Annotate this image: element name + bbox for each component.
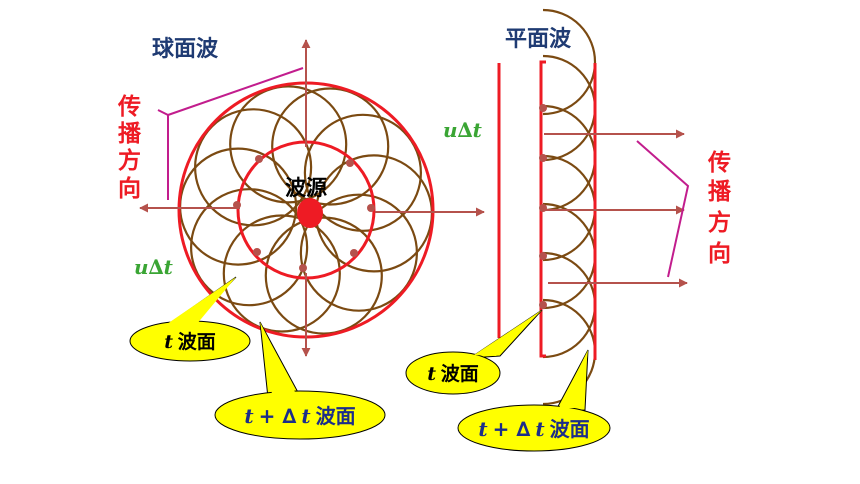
svg-text:t + ∆ t: t + ∆ t 波面 [244, 404, 355, 428]
wavefront-point [255, 155, 263, 163]
plane-callout-tdt-text: 波面 [550, 417, 590, 441]
svg-text:方: 方 [118, 147, 141, 174]
plane-wavefront-point [539, 154, 547, 162]
callout-tdt-var2: t [301, 404, 311, 428]
plane-wavefront-point [539, 252, 547, 260]
spherical-leader-line [157, 109, 169, 200]
plane-callout-t: t 波面 [405, 309, 543, 395]
wavelet-circle [299, 193, 418, 312]
plane-wavefront-point [539, 104, 547, 112]
svg-text:t 波面: t 波面 [427, 362, 479, 385]
wavelet-circle [194, 108, 313, 227]
wave-source-dot [297, 198, 323, 228]
plane-wave: 平面波 传 播 方 向 u∆t t [405, 8, 732, 452]
spherical-wave: 波源 球面波 传 播 方 向 u∆t t 波面 [117, 37, 485, 440]
plane-callout-t-text: 波面 [441, 362, 479, 385]
wavefront-point [350, 249, 358, 257]
spherical-wavelets [179, 85, 433, 335]
plane-callout-tdt-var: t [478, 417, 488, 441]
wavelet-circle [264, 216, 383, 335]
spherical-propagation-label: 传 播 方 向 [117, 94, 142, 202]
wavefront-point [367, 204, 375, 212]
wavelet-circle [222, 214, 341, 333]
plane-callout-tdt-plus: + ∆ [493, 417, 531, 441]
svg-text:t + ∆ t: t + ∆ t 波面 [478, 417, 589, 441]
wavelet-circle [190, 188, 309, 307]
svg-text:传: 传 [707, 150, 731, 176]
callout-tdt-var: t [244, 404, 254, 428]
plane-propagation-label: 传 播 方 向 [707, 150, 732, 267]
plane-wavefront-points [539, 104, 547, 309]
spherical-callout-tdt: t + ∆ t 波面 [214, 321, 386, 440]
callout-t-var: t [164, 331, 173, 353]
plane-callout-t-var: t [427, 363, 436, 385]
svg-text:t 波面: t 波面 [164, 330, 216, 353]
callout-t-text: 波面 [178, 330, 216, 353]
svg-text:播: 播 [708, 179, 732, 205]
wavefront-point [253, 248, 261, 256]
wave-source-label: 波源 [285, 176, 327, 200]
callout-tdt-text: 波面 [316, 404, 356, 428]
plane-callout-tdt-var2: t [535, 417, 545, 441]
svg-text:播: 播 [118, 121, 142, 147]
wavefront-point [299, 264, 307, 272]
plane-wavelet-semicircle [542, 202, 597, 310]
spherical-wave-title: 球面波 [152, 37, 219, 62]
plane-callout-tdt: t + ∆ t 波面 [457, 349, 611, 452]
plane-wavelet-semicircle [542, 104, 597, 212]
svg-text:方: 方 [708, 209, 731, 236]
wavelet-circle [303, 113, 422, 232]
callout-tdt-plus: + ∆ [259, 404, 297, 428]
spherical-u-dt-label: u∆t [134, 255, 174, 279]
wavelet-circle [229, 85, 348, 204]
spherical-callout-t: t 波面 [129, 276, 251, 362]
wavelet-circle [271, 87, 390, 206]
inner-wavefront-points [233, 155, 375, 272]
plane-leader-line [636, 140, 690, 278]
plane-wavelets [542, 8, 597, 406]
plane-wavelet-semicircle [542, 8, 597, 116]
wavefront-point [346, 159, 354, 167]
plane-wavelet-semicircle [542, 154, 597, 262]
plane-u-dt-label: u∆t [443, 118, 483, 142]
svg-text:传: 传 [117, 94, 141, 120]
svg-text:向: 向 [118, 175, 141, 202]
plane-wave-title: 平面波 [505, 27, 572, 52]
plane-wavelet-semicircle [542, 251, 597, 359]
spherical-leader-line-2 [167, 67, 304, 116]
svg-text:向: 向 [708, 240, 731, 267]
plane-wavefront-point [539, 301, 547, 309]
